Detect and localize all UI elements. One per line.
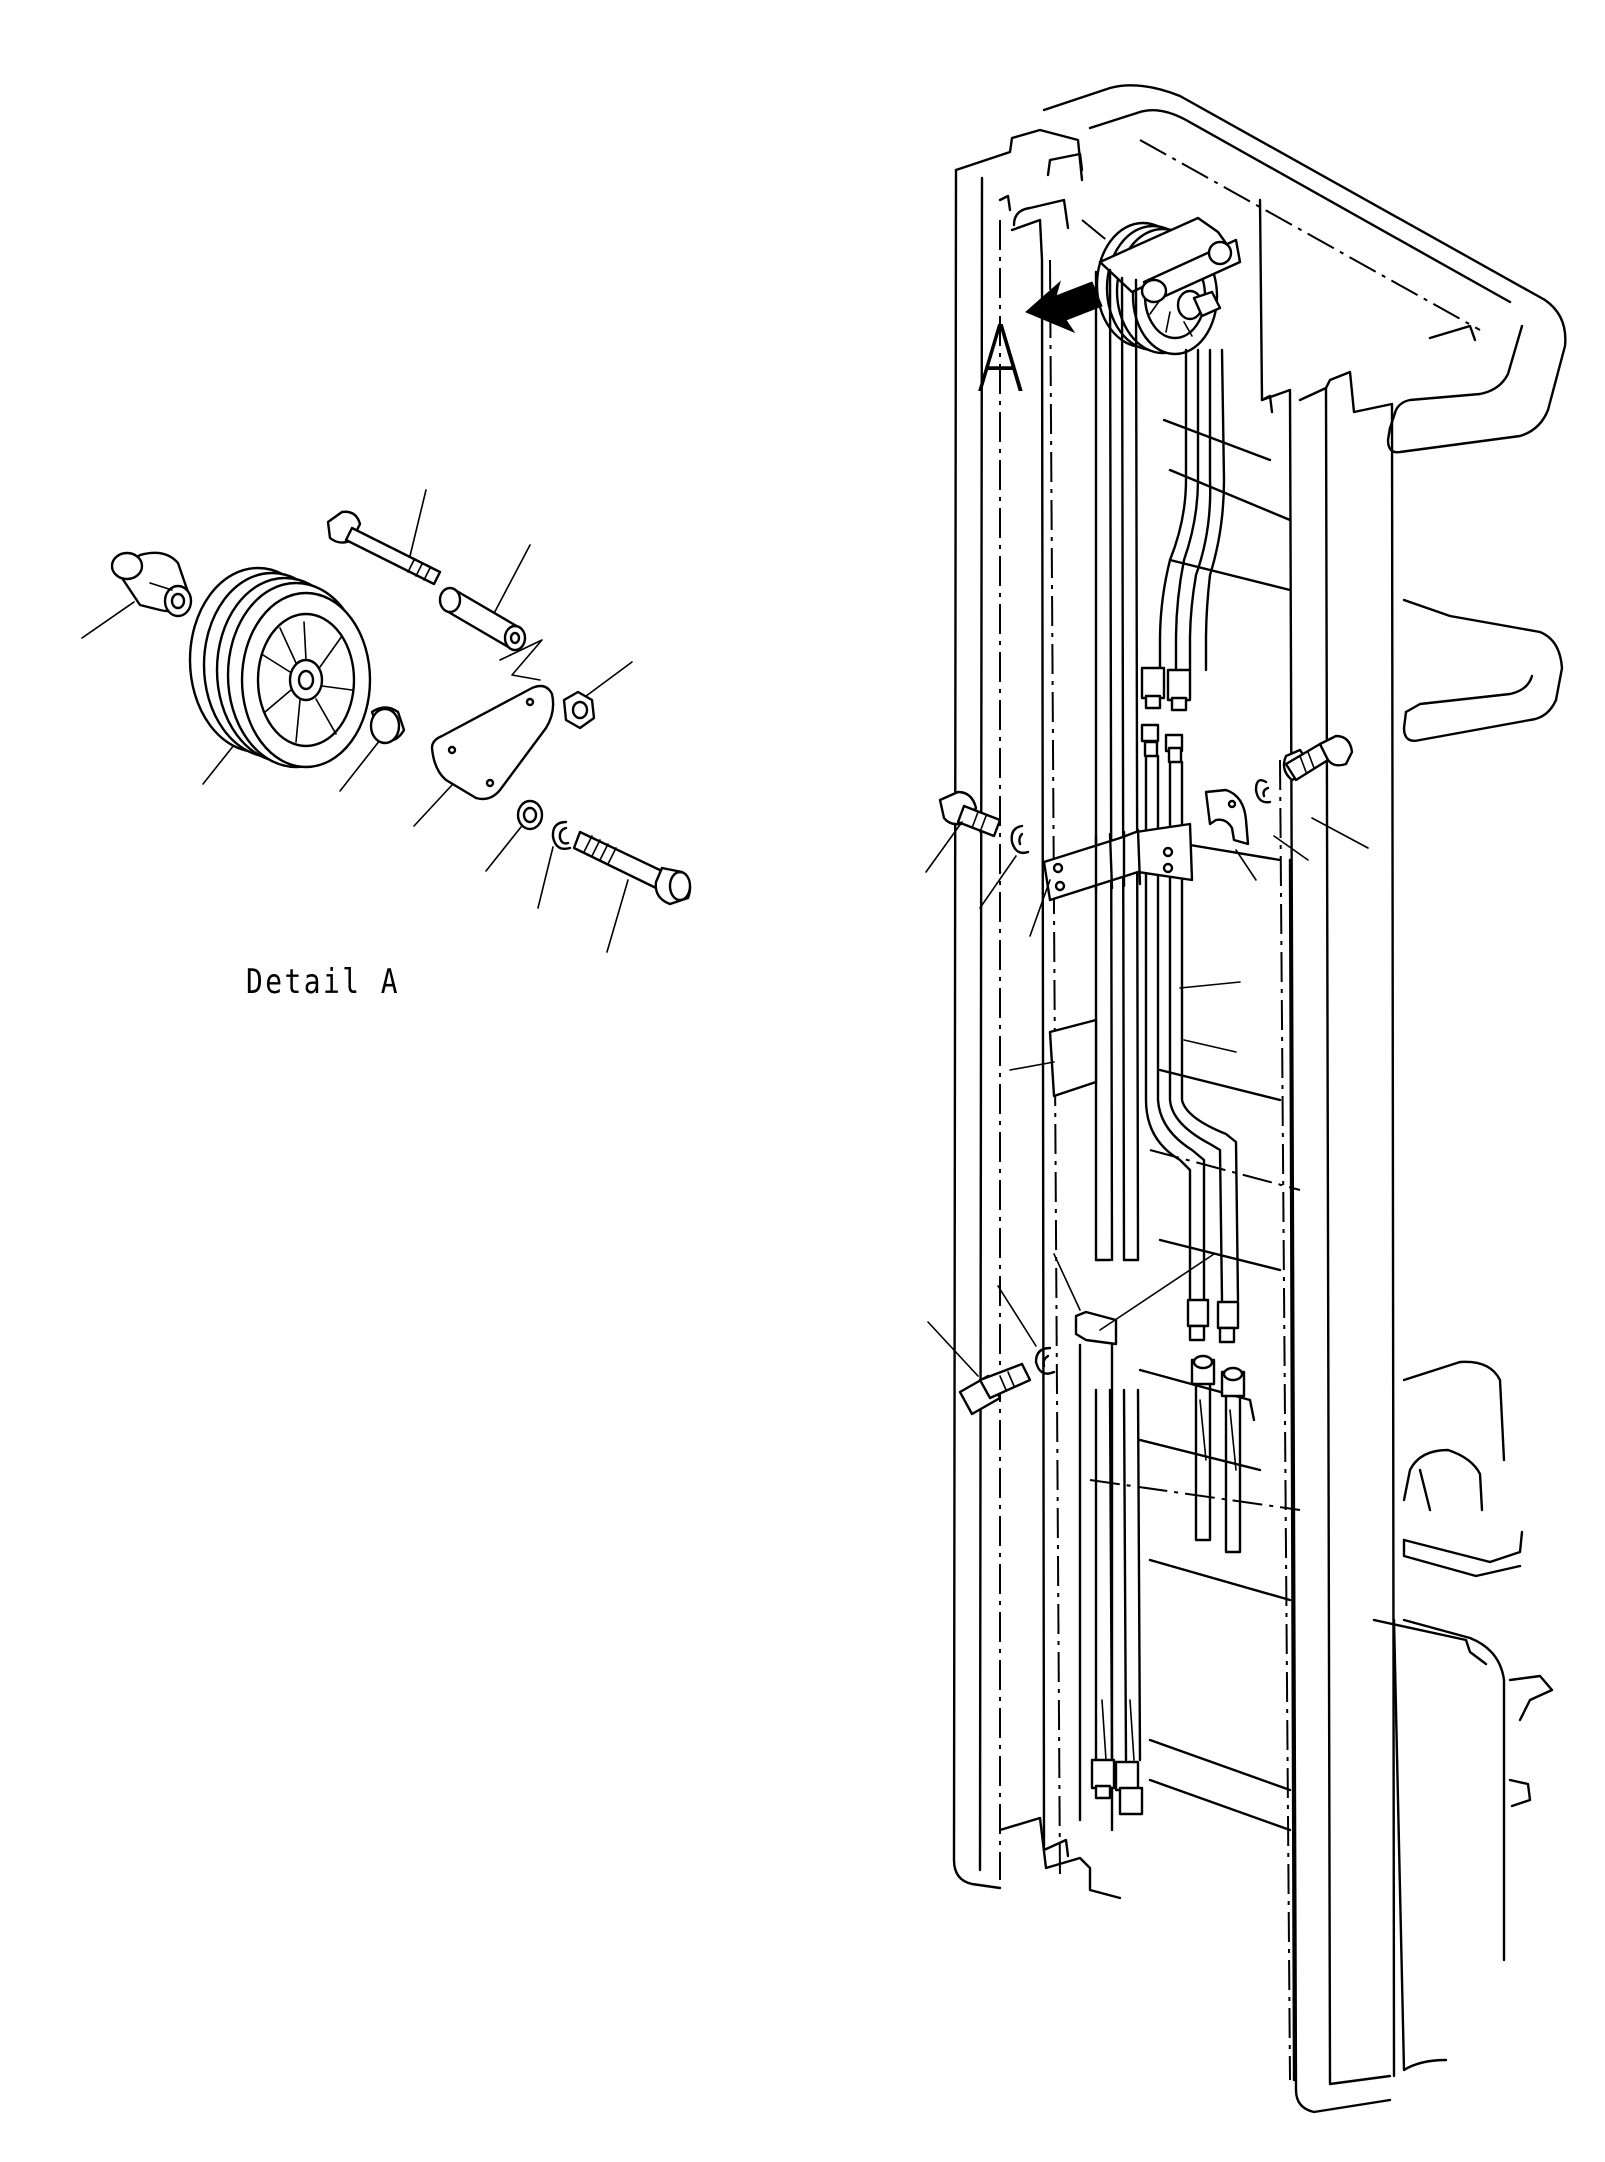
bushing-part — [110, 551, 193, 618]
detail-leader-lines — [81, 489, 633, 953]
outer-left-channel — [952, 128, 1122, 1900]
mast-pulley — [1095, 216, 1242, 356]
pulley-part — [188, 566, 372, 769]
carriage-arms — [1402, 598, 1564, 1962]
hose-group-middle — [1144, 754, 1240, 1344]
mid-left-bolt — [938, 790, 1030, 855]
spacer-part — [438, 586, 527, 652]
bracket-plate-part — [430, 684, 555, 801]
detail-caption: Detail A — [246, 962, 400, 1002]
washer-part — [516, 799, 544, 831]
outer-right-channel — [1258, 198, 1488, 2114]
nut-part — [562, 690, 596, 730]
mid-right-bolt — [1204, 734, 1354, 846]
hose-clamp-bracket — [1042, 822, 1194, 902]
lower-bolt — [958, 1310, 1118, 1416]
snap-ring-part — [551, 820, 572, 851]
mast-leader-lines — [925, 817, 1369, 1377]
bolt-part — [326, 510, 442, 586]
pin-bolt-part — [572, 830, 692, 906]
top-crossbeam — [1042, 84, 1567, 454]
view-marker-label: A — [976, 306, 1026, 413]
hose-fittings — [1140, 666, 1192, 764]
small-bushing-part — [369, 706, 406, 745]
label-plate — [1048, 1018, 1098, 1098]
hose-group-lower — [1090, 1354, 1246, 1816]
hose-group-upper — [1094, 268, 1226, 1262]
arrow-icon — [1025, 280, 1103, 334]
